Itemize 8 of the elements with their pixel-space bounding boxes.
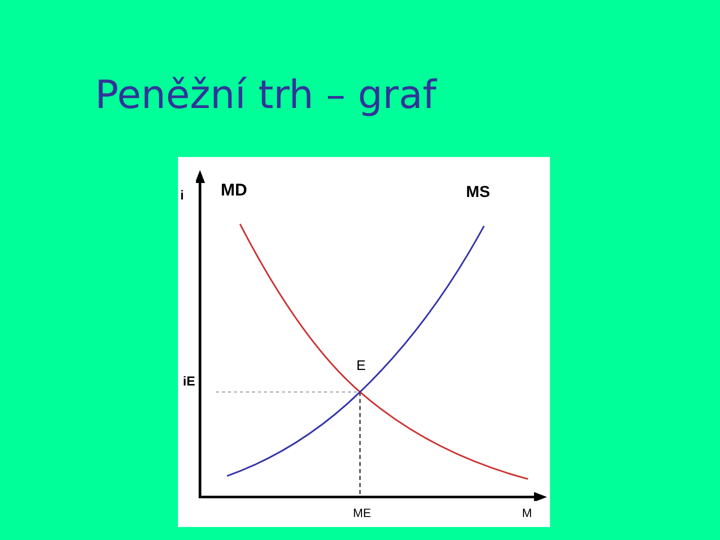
- axis-label: M: [522, 507, 532, 519]
- curve-label: MS: [466, 185, 490, 201]
- axis-label: i: [180, 188, 184, 202]
- axis-tick-label: iE: [182, 374, 196, 388]
- point-label: E: [356, 358, 366, 372]
- curve-label: MD: [220, 182, 248, 198]
- axis-tick-label: ME: [353, 507, 371, 519]
- slide-title: Peněžní trh – graf: [95, 76, 436, 117]
